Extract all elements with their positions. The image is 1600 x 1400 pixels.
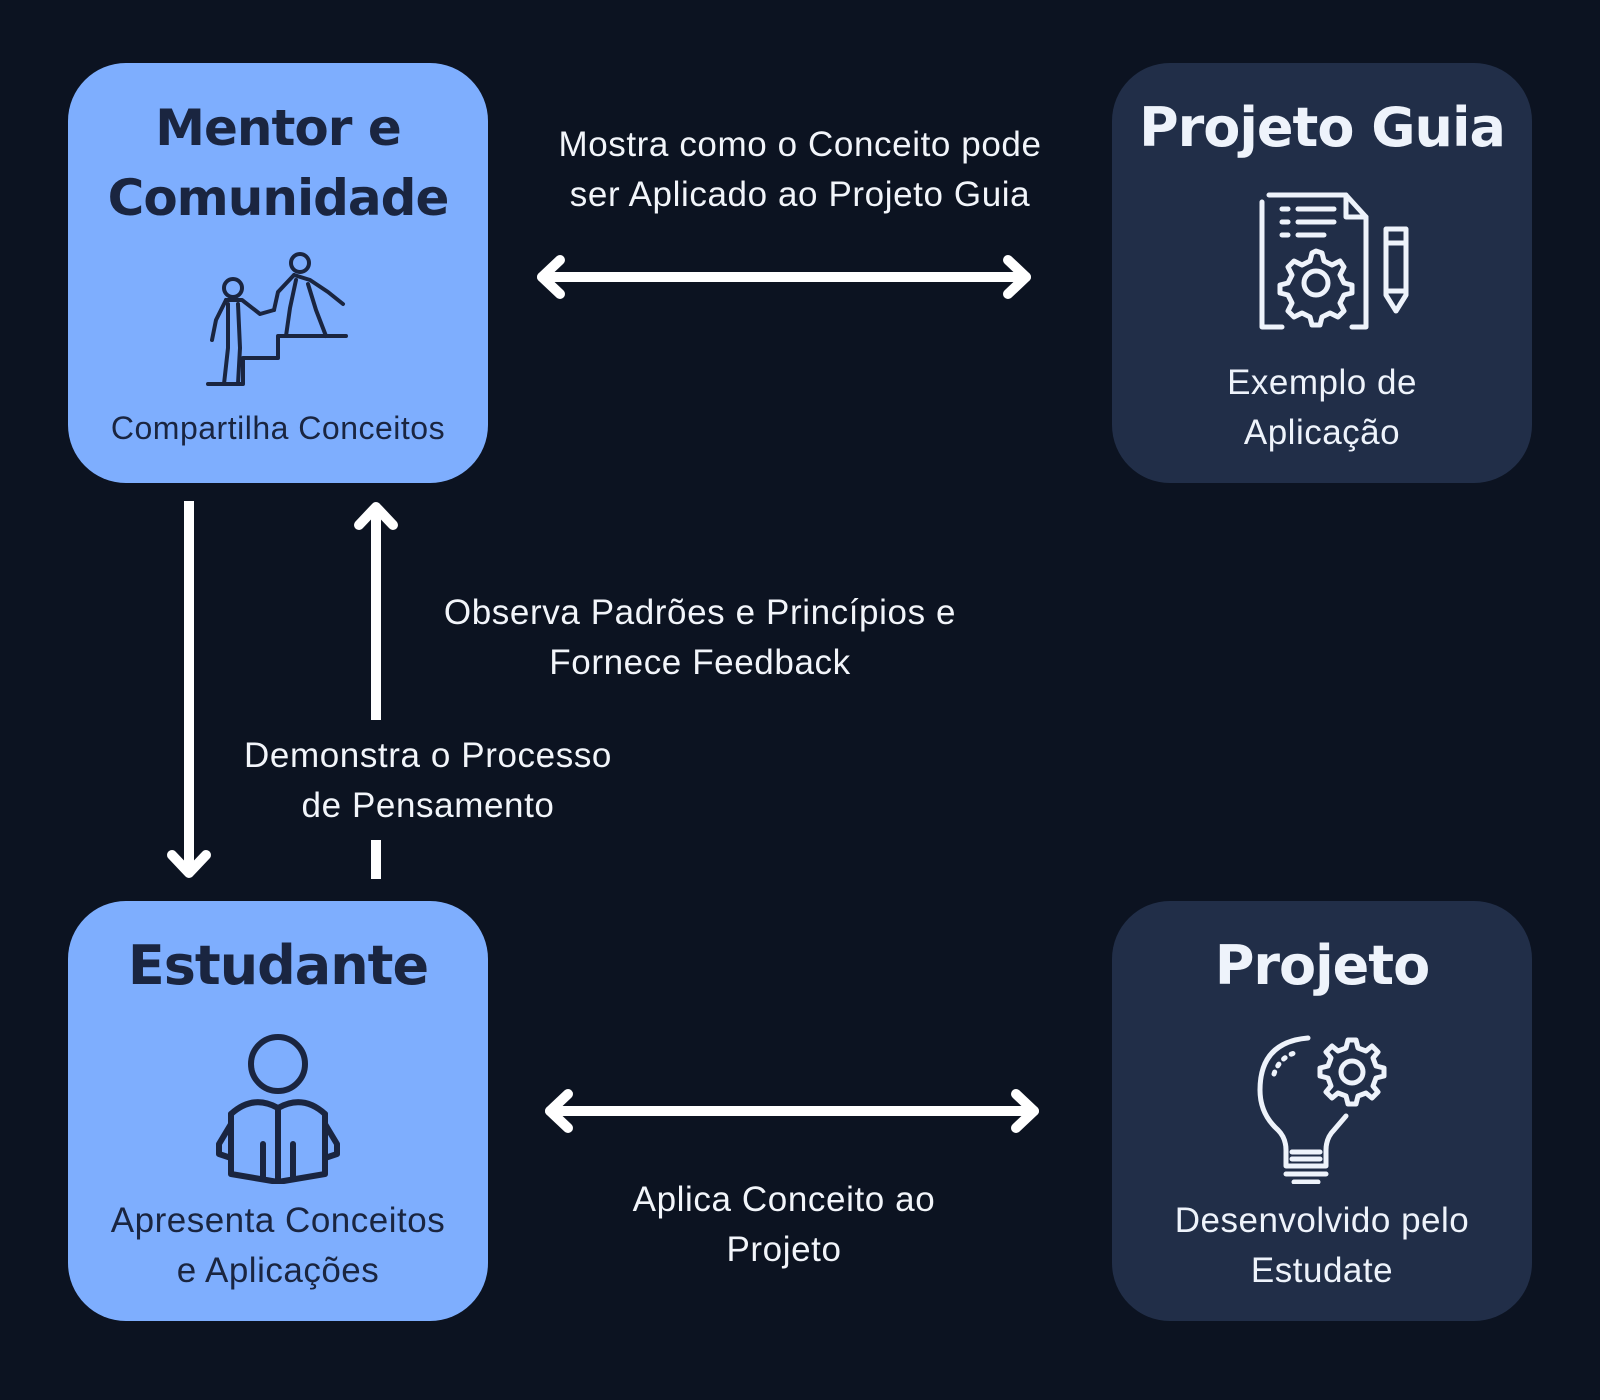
node-title: Projeto Guia [1139, 96, 1506, 159]
node-subtitle: Desenvolvido pelo Estudate [1174, 1201, 1470, 1290]
node-title: Mentor e Comunidade [107, 99, 450, 227]
arrow-student-to-mentor [354, 502, 398, 879]
edge-label-mentor-student: Demonstra o Processo de Pensamento [244, 736, 612, 825]
helping-climb-icon [206, 252, 348, 386]
arrow-mentor-to-student [167, 501, 211, 878]
node-project: Projeto Desenvolvido pelo Estudate [1112, 901, 1532, 1321]
edge-label-student-mentor: Observa Padrões e Princípios e Fornece F… [443, 593, 957, 682]
node-student: Estudante Apresenta Conceitos e Aplicaçõ… [68, 901, 488, 1321]
reading-person-icon [216, 1034, 340, 1184]
node-title: Estudante [127, 934, 429, 997]
edge-label-mentor-guide: Mostra como o Conceito pode ser Aplicado… [558, 125, 1042, 214]
node-title: Projeto [1214, 934, 1430, 997]
arrow-mentor-guide [537, 255, 1031, 299]
node-guide-project: Projeto Guia Exemplo de Aplicação [1112, 63, 1532, 483]
node-subtitle: Apresenta Conceitos e Aplicações [110, 1201, 446, 1290]
node-subtitle: Exemplo de Aplicação [1227, 363, 1417, 452]
node-subtitle: Compartilha Conceitos [110, 410, 446, 446]
arrow-student-project [545, 1089, 1039, 1133]
edge-label-student-project: Aplica Conceito ao Projeto [632, 1180, 936, 1269]
node-mentor-community: Mentor e Comunidade Compartilha Conceito… [68, 63, 488, 483]
lightbulb-gear-icon [1257, 1035, 1387, 1184]
document-gear-icon [1259, 192, 1409, 330]
